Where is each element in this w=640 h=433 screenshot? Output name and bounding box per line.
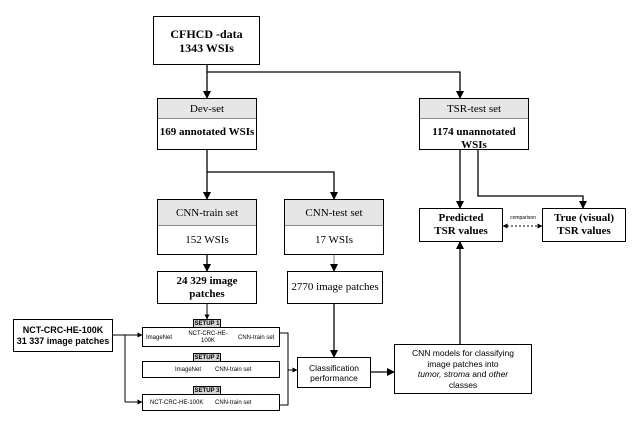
setup-1-target: CNN-train set [238, 335, 275, 341]
cnn-models-and: and [472, 369, 487, 379]
cfhcd-data-node: CFHCD -data 1343 WSIs [153, 16, 260, 65]
true-visual-line1: True (visual) [554, 212, 614, 224]
predicted-line2: TSR values [434, 225, 488, 237]
classification-performance-node: Classification performance [297, 357, 371, 388]
setup-3-target: CNN-train set [215, 400, 252, 406]
test-patches-node: 2770 image patches [287, 271, 383, 304]
setup-3-box: NCT-CRC-HE-100K CNN-train set [142, 394, 280, 411]
cnn-test-set-node: CNN-test set 17 WSIs [284, 199, 384, 255]
train-patches-node: 24 329 image patches [157, 271, 257, 304]
predicted-line1: Predicted [438, 212, 484, 224]
cnn-models-line1: CNN models for classifying [411, 348, 515, 358]
cnn-test-set-title: CNN-test set [285, 200, 383, 226]
classification-line1: Classification [308, 362, 360, 373]
classification-line2: performance [310, 372, 358, 383]
comparison-label: comparison [510, 215, 536, 221]
test-patches-value: 2770 image patches [291, 281, 379, 293]
cnn-train-set-node: CNN-train set 152 WSIs [157, 199, 257, 255]
tsr-test-set-value: 1174 unannotated WSIs [432, 126, 516, 151]
dev-set-title: Dev-set [158, 99, 256, 119]
setup-1-box: ImageNet NCT-CRC-HE- 100K CNN-train set [142, 327, 280, 347]
cnn-models-node: CNN models for classifying image patches… [394, 344, 532, 394]
setup-2-box: ImageNet CNN-train set [142, 361, 280, 378]
setup-1-pretrain: NCT-CRC-HE- 100K [188, 331, 228, 344]
class-tumor: tumor, [417, 369, 442, 379]
cfhcd-count: 1343 WSIs [179, 40, 234, 55]
nct-count: 31 337 image patches [16, 335, 110, 346]
cnn-models-line4: classes [448, 379, 478, 390]
cnn-models-line2: image patches into [427, 358, 499, 369]
train-patches-value: 24 329 image patches [176, 274, 238, 300]
tsr-test-set-title: TSR-test set [420, 99, 528, 119]
tsr-test-set-node: TSR-test set 1174 unannotated WSIs [419, 98, 529, 151]
setup-2-source: ImageNet [175, 367, 202, 373]
setup-3-source: NCT-CRC-HE-100K [150, 400, 204, 406]
setup-1-source: ImageNet [146, 335, 173, 341]
cfhcd-title: CFHCD -data [170, 26, 243, 41]
cnn-models-line3: tumor, stroma and other [418, 369, 508, 380]
class-other: other [488, 369, 509, 379]
class-stroma: stroma [443, 369, 470, 379]
cnn-train-set-value: 152 WSIs [185, 234, 229, 246]
cnn-test-set-value: 17 WSIs [315, 234, 353, 246]
dev-set-node: Dev-set 169 annotated WSIs [157, 98, 257, 150]
setup-2-target: CNN-train set [215, 367, 252, 373]
true-visual-tsr-node: True (visual) TSR values [542, 208, 626, 242]
predicted-tsr-node: Predicted TSR values [419, 208, 503, 242]
cnn-train-set-title: CNN-train set [158, 200, 256, 226]
nct-title: NCT-CRC-HE-100K [22, 324, 104, 335]
dev-set-value: 169 annotated WSIs [159, 126, 255, 138]
nct-crc-node: NCT-CRC-HE-100K 31 337 image patches [13, 319, 113, 352]
true-visual-line2: TSR values [557, 225, 611, 237]
